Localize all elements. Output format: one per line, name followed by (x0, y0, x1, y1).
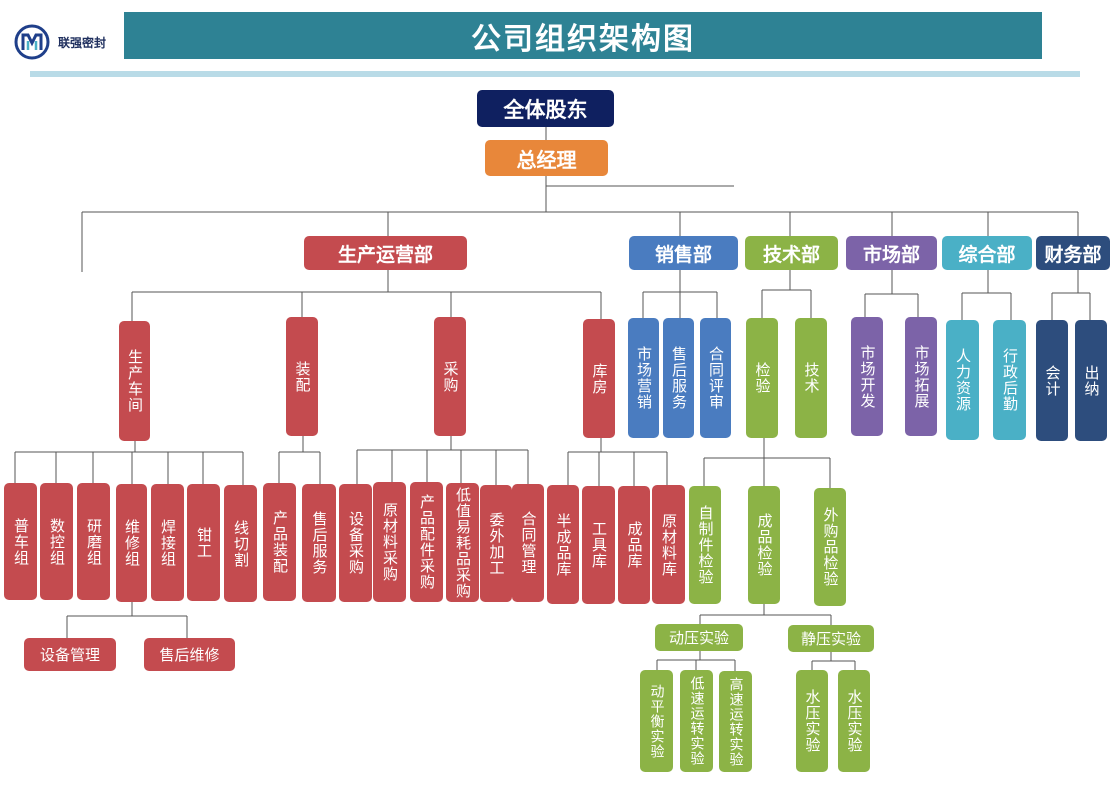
purchase-sub-node: 产品配件采购 (410, 482, 443, 602)
purchase-sub-node: 低值易耗品采购 (446, 483, 479, 602)
market-sub-node: 市场拓展 (905, 317, 937, 436)
purchase-sub-node: 合同管理 (512, 484, 544, 602)
warehouse-node: 库房 (583, 319, 615, 438)
dynamic-test-sub-node: 高速运转实验 (719, 671, 752, 772)
equipment-management-node: 设备管理 (24, 638, 116, 671)
market-sub-node: 市场开发 (851, 317, 883, 436)
inspection-sub-node: 自制件检验 (689, 486, 721, 604)
tech-dept: 技术部 (745, 236, 838, 270)
assembly-sub-node: 售后服务 (302, 484, 336, 602)
warehouse-sub-node: 原材料库 (652, 485, 685, 604)
technology-node: 技术 (795, 318, 827, 438)
company-name: 联强密封 (58, 36, 107, 50)
inspection-sub-node: 外购品检验 (814, 488, 846, 606)
company-logo: 联强密封 (14, 24, 134, 60)
company-logo-icon (14, 24, 50, 60)
shareholders-node: 全体股东 (477, 90, 614, 127)
sales-dept: 销售部 (629, 236, 738, 270)
finance-dept: 财务部 (1036, 236, 1110, 270)
warehouse-sub-node: 成品库 (618, 486, 650, 604)
sales-sub-node: 合同评审 (700, 318, 731, 438)
assembly-node: 装配 (286, 317, 318, 436)
market-dept: 市场部 (846, 236, 937, 270)
workshop-group-node: 数控组 (40, 483, 73, 600)
workshop-group-node: 钳工 (187, 484, 220, 601)
purchase-sub-node: 原材料采购 (373, 482, 406, 602)
production-workshop-node: 生产车间 (119, 321, 150, 441)
purchase-node: 采购 (434, 317, 466, 436)
title-divider (30, 71, 1080, 77)
general-sub-node: 人力资源 (946, 320, 979, 440)
static-test-sub-node: 水压实验 (838, 670, 870, 772)
dynamic-pressure-test-node: 动压实验 (655, 624, 743, 651)
sales-sub-node: 售后服务 (663, 318, 694, 438)
purchase-sub-node: 委外加工 (480, 485, 512, 602)
warehouse-sub-node: 工具库 (582, 486, 615, 604)
warehouse-sub-node: 半成品库 (547, 485, 579, 604)
inspection-node: 检验 (746, 318, 778, 438)
general-sub-node: 行政后勤 (993, 320, 1026, 440)
inspection-sub-node: 成品检验 (748, 486, 780, 604)
page-title: 公司组织架构图 (124, 12, 1042, 59)
finance-sub-node: 会计 (1036, 320, 1068, 441)
dynamic-test-sub-node: 低速运转实验 (680, 670, 713, 772)
general-manager-node: 总经理 (485, 140, 608, 176)
dynamic-test-sub-node: 动平衡实验 (640, 670, 673, 772)
workshop-group-node: 普车组 (4, 483, 37, 600)
general-affairs-dept: 综合部 (942, 236, 1032, 270)
after-sales-repair-node: 售后维修 (144, 638, 235, 671)
finance-sub-node: 出纳 (1075, 320, 1107, 441)
workshop-group-node: 维修组 (116, 484, 147, 602)
workshop-group-node: 焊接组 (151, 484, 184, 601)
sales-sub-node: 市场营销 (628, 318, 659, 438)
purchase-sub-node: 设备采购 (339, 484, 372, 602)
static-test-sub-node: 水压实验 (796, 670, 828, 772)
production-operations-dept: 生产运营部 (304, 236, 467, 270)
workshop-group-node: 线切割 (224, 485, 257, 602)
workshop-group-node: 研磨组 (77, 483, 110, 600)
assembly-sub-node: 产品装配 (263, 483, 296, 601)
static-pressure-test-node: 静压实验 (788, 625, 874, 652)
